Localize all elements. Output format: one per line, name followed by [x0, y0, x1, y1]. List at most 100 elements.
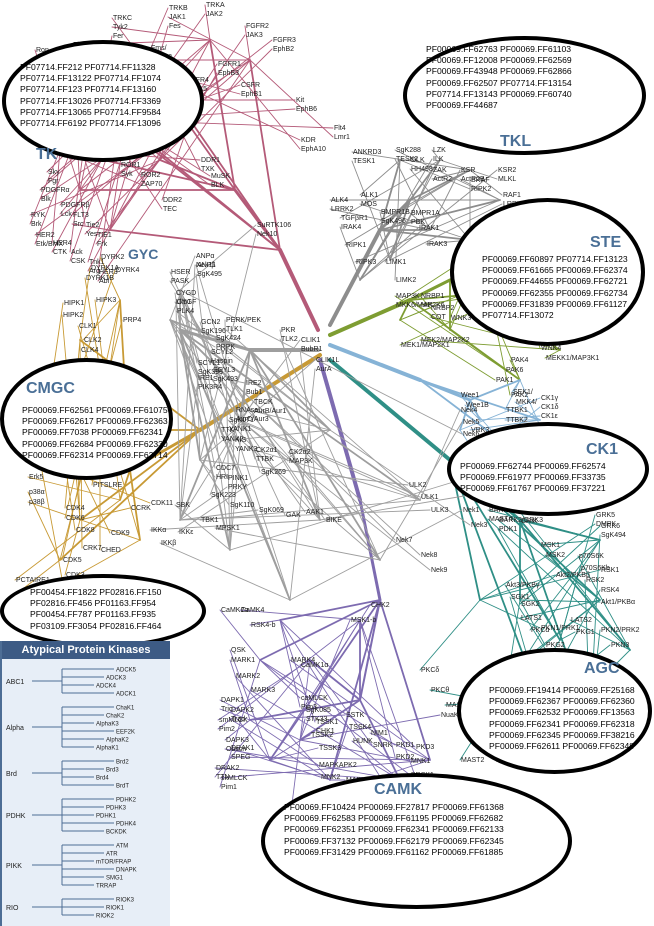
group-title-camk: CAMK [374, 781, 422, 798]
kinase-label: Pim1 [221, 784, 237, 791]
leaf-branch [384, 159, 441, 263]
leaf-branch [249, 719, 319, 766]
leaf-branch [409, 168, 471, 241]
leaf-branch [179, 289, 221, 440]
kinase-label: TTK [221, 427, 235, 434]
branch-ste [399, 299, 411, 321]
id-line: PF00069.FF62617 PF00069.FF62363 [22, 416, 168, 427]
kinase-label: HIPK1 [64, 300, 84, 307]
leaf-branch [211, 378, 241, 421]
leaf-branch [39, 459, 66, 596]
kinase-label: MARK3 [251, 687, 275, 694]
leaf-branch [419, 339, 561, 351]
kinase-label: HRI [216, 474, 228, 481]
id-line: PF07714.FF123 PF07714.FF13160 [20, 84, 157, 95]
kinase-label: Kit [296, 97, 304, 104]
kinase-label: SGK1 [511, 594, 530, 601]
atypical-member-label: ChaK1 [116, 706, 135, 712]
leaf-branch [204, 4, 211, 41]
kinase-label: LIMK2 [396, 277, 416, 284]
kinase-label: ANKRD3 [353, 149, 382, 156]
id-line: PF00069.FF12008 PF00069.FF62569 [426, 55, 572, 66]
leaf-branch [279, 338, 381, 561]
kinase-label: MSK2 [546, 552, 565, 559]
leaf-branch [71, 223, 111, 231]
kinase-label: PKCα [531, 627, 549, 634]
leaf-branch [329, 429, 471, 526]
leaf-branch [559, 567, 581, 641]
kinase-label: DMPK [596, 521, 617, 528]
kinase-label: AurB/Aur1 [254, 408, 286, 415]
branch-camk [379, 599, 431, 761]
atypical-member-label: ATR [106, 852, 118, 858]
kinase-label: NRBP1 [421, 293, 444, 300]
leaf-branch [179, 289, 463, 435]
kinase-label: SgK288 [396, 147, 421, 154]
atypical-member-label: ADCK1 [116, 692, 137, 698]
kinase-label: Fms/ [151, 45, 167, 52]
leaf-branch [217, 619, 361, 730]
kinase-label: Syk [121, 171, 133, 178]
kinase-label: CHED [101, 547, 121, 554]
leaf-branch [577, 555, 631, 651]
kinase-label: IKKε [179, 529, 193, 536]
kinase-label: CLK1 [79, 323, 97, 330]
kinase-label: CRK7 [83, 545, 102, 552]
kinase-label: HUNK [353, 738, 373, 745]
kinase-label: Sky [48, 169, 60, 176]
kinase-label: CRIK [521, 518, 538, 525]
kinase-label: HER4 [53, 240, 72, 247]
leaf-branch [529, 539, 601, 631]
kinase-label: MARK2 [236, 673, 260, 680]
id-line: PF00069.FF31429 PF00069.FF61162 PF00069.… [284, 846, 504, 857]
leaf-branch [289, 659, 431, 761]
kinase-label: Lck [61, 211, 72, 218]
kinase-label: TESK2 [396, 156, 418, 163]
branch-tkl [328, 228, 382, 327]
leaf-branch [175, 310, 331, 431]
leaf-branch [519, 599, 601, 619]
kinase-label: MARK1 [231, 657, 255, 664]
id-line: PF00069.FF62367 PF00069.FF62360 [489, 696, 635, 707]
leaf-branch [479, 523, 596, 601]
kinase-label: TRKB [169, 5, 188, 12]
branch-camk [279, 599, 381, 621]
leaf-branch [299, 714, 441, 741]
kinase-label: HSER [171, 269, 190, 276]
id-line: PF00069.FF60897 PF07714.FF13123 [482, 254, 628, 264]
leaf-branch [179, 509, 431, 521]
kinase-label: TLK1 [226, 326, 243, 333]
leaf-branch [99, 256, 121, 301]
leaf-branch [179, 509, 259, 521]
kinase-label: HH498 [411, 166, 433, 173]
kinase-label: RIPK2 [471, 186, 491, 193]
kinase-label: ULK1 [421, 494, 439, 501]
kinase-label: NIK [421, 302, 433, 309]
kinase-label: HER3 [99, 269, 118, 276]
kinase-label: PRKY [228, 484, 247, 491]
group-title-ste: STE [590, 234, 622, 251]
kinase-label: PKN2/PRK2 [601, 627, 640, 634]
kinase-label: Haspin [211, 358, 233, 365]
leaf-branch [419, 599, 481, 671]
leaf-branch [199, 459, 216, 478]
kinase-label: CDK4 [66, 505, 85, 512]
kinase-label: DYRK4 [116, 267, 139, 274]
kinase-label: smMLCK [219, 717, 248, 724]
kinase-label: RSK2 [586, 577, 604, 584]
kinase-label: TESK1 [353, 158, 375, 165]
kinase-label: Wee1B [466, 402, 489, 409]
kinase-label: ULK3 [431, 507, 449, 514]
leaf-branch [229, 379, 421, 556]
leaf-branch [159, 48, 273, 161]
kinase-label: MAST4 [489, 516, 512, 523]
kinase-label: PDGFRβ [61, 202, 90, 209]
branch-cmgc [119, 469, 131, 501]
leaf-branch [229, 718, 331, 781]
leaf-branch [449, 329, 506, 371]
kinase-label: SgK396 [198, 369, 223, 376]
kinase-label: TGFβR1 [341, 215, 368, 222]
leaf-branch [359, 619, 421, 791]
kinase-label: PERK/PEK [226, 317, 261, 324]
kinase-label: SBK [176, 502, 190, 509]
